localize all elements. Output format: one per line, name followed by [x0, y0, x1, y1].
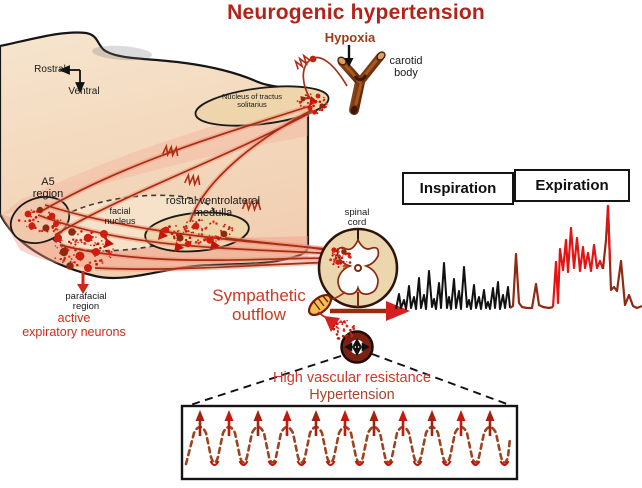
parafacial-arrow-icon	[77, 271, 89, 294]
parafacial-label: parafacial region	[65, 291, 107, 312]
carotid-body-label: carotid body	[389, 55, 423, 79]
a5-label: A5 region	[32, 176, 64, 200]
carotid-body-icon	[337, 51, 386, 115]
rostral-label: Rostral	[34, 64, 66, 75]
hypoxia-label: Hypoxia	[324, 30, 376, 45]
fold-shadow	[92, 45, 152, 61]
nts-outline	[194, 85, 330, 127]
active-expiratory-label: active expiratory neurons	[22, 311, 126, 339]
axis-indicator-icon	[58, 65, 85, 94]
wave-box	[180, 404, 519, 481]
inspiration-label: Inspiration	[419, 180, 497, 197]
vasomotor-terminal	[324, 316, 340, 332]
spike-train-icon	[162, 53, 311, 213]
sympathetic-ganglion-icon	[307, 291, 346, 317]
facial-nucleus-label: facial nucleus	[104, 206, 136, 226]
sympathetic-outflow-label: Sympathetic outflow	[212, 286, 306, 324]
rvlm-label: rostral ventrolateral medulla	[165, 195, 261, 219]
vasomotion-wave	[184, 410, 512, 466]
high-vascular-resistance-label: High vascular resistance	[273, 370, 431, 386]
page-title: Neurogenic hypertension	[227, 1, 485, 24]
spinal-cord-icon	[317, 227, 399, 309]
expiration-box: Expiration	[514, 169, 630, 202]
spinal-cord-label: spinal cord	[344, 207, 370, 228]
nts-label: Nucleus of tractus solitarius	[221, 92, 283, 109]
nerve-activity-trace	[395, 204, 642, 310]
inspiration-box: Inspiration	[402, 172, 514, 205]
hypoxia-arrow-icon	[344, 45, 354, 67]
sympathetic-outflow-arrow-icon	[330, 301, 410, 321]
neuron-somata	[24, 93, 347, 272]
afferent-soma	[309, 55, 317, 63]
expiration-label: Expiration	[535, 177, 609, 194]
vasoconstricted-vessel-icon	[340, 330, 374, 364]
converging-dashed-lines	[183, 353, 516, 408]
hypertension-label: Hypertension	[309, 387, 395, 403]
ventral-label: Ventral	[68, 86, 100, 97]
